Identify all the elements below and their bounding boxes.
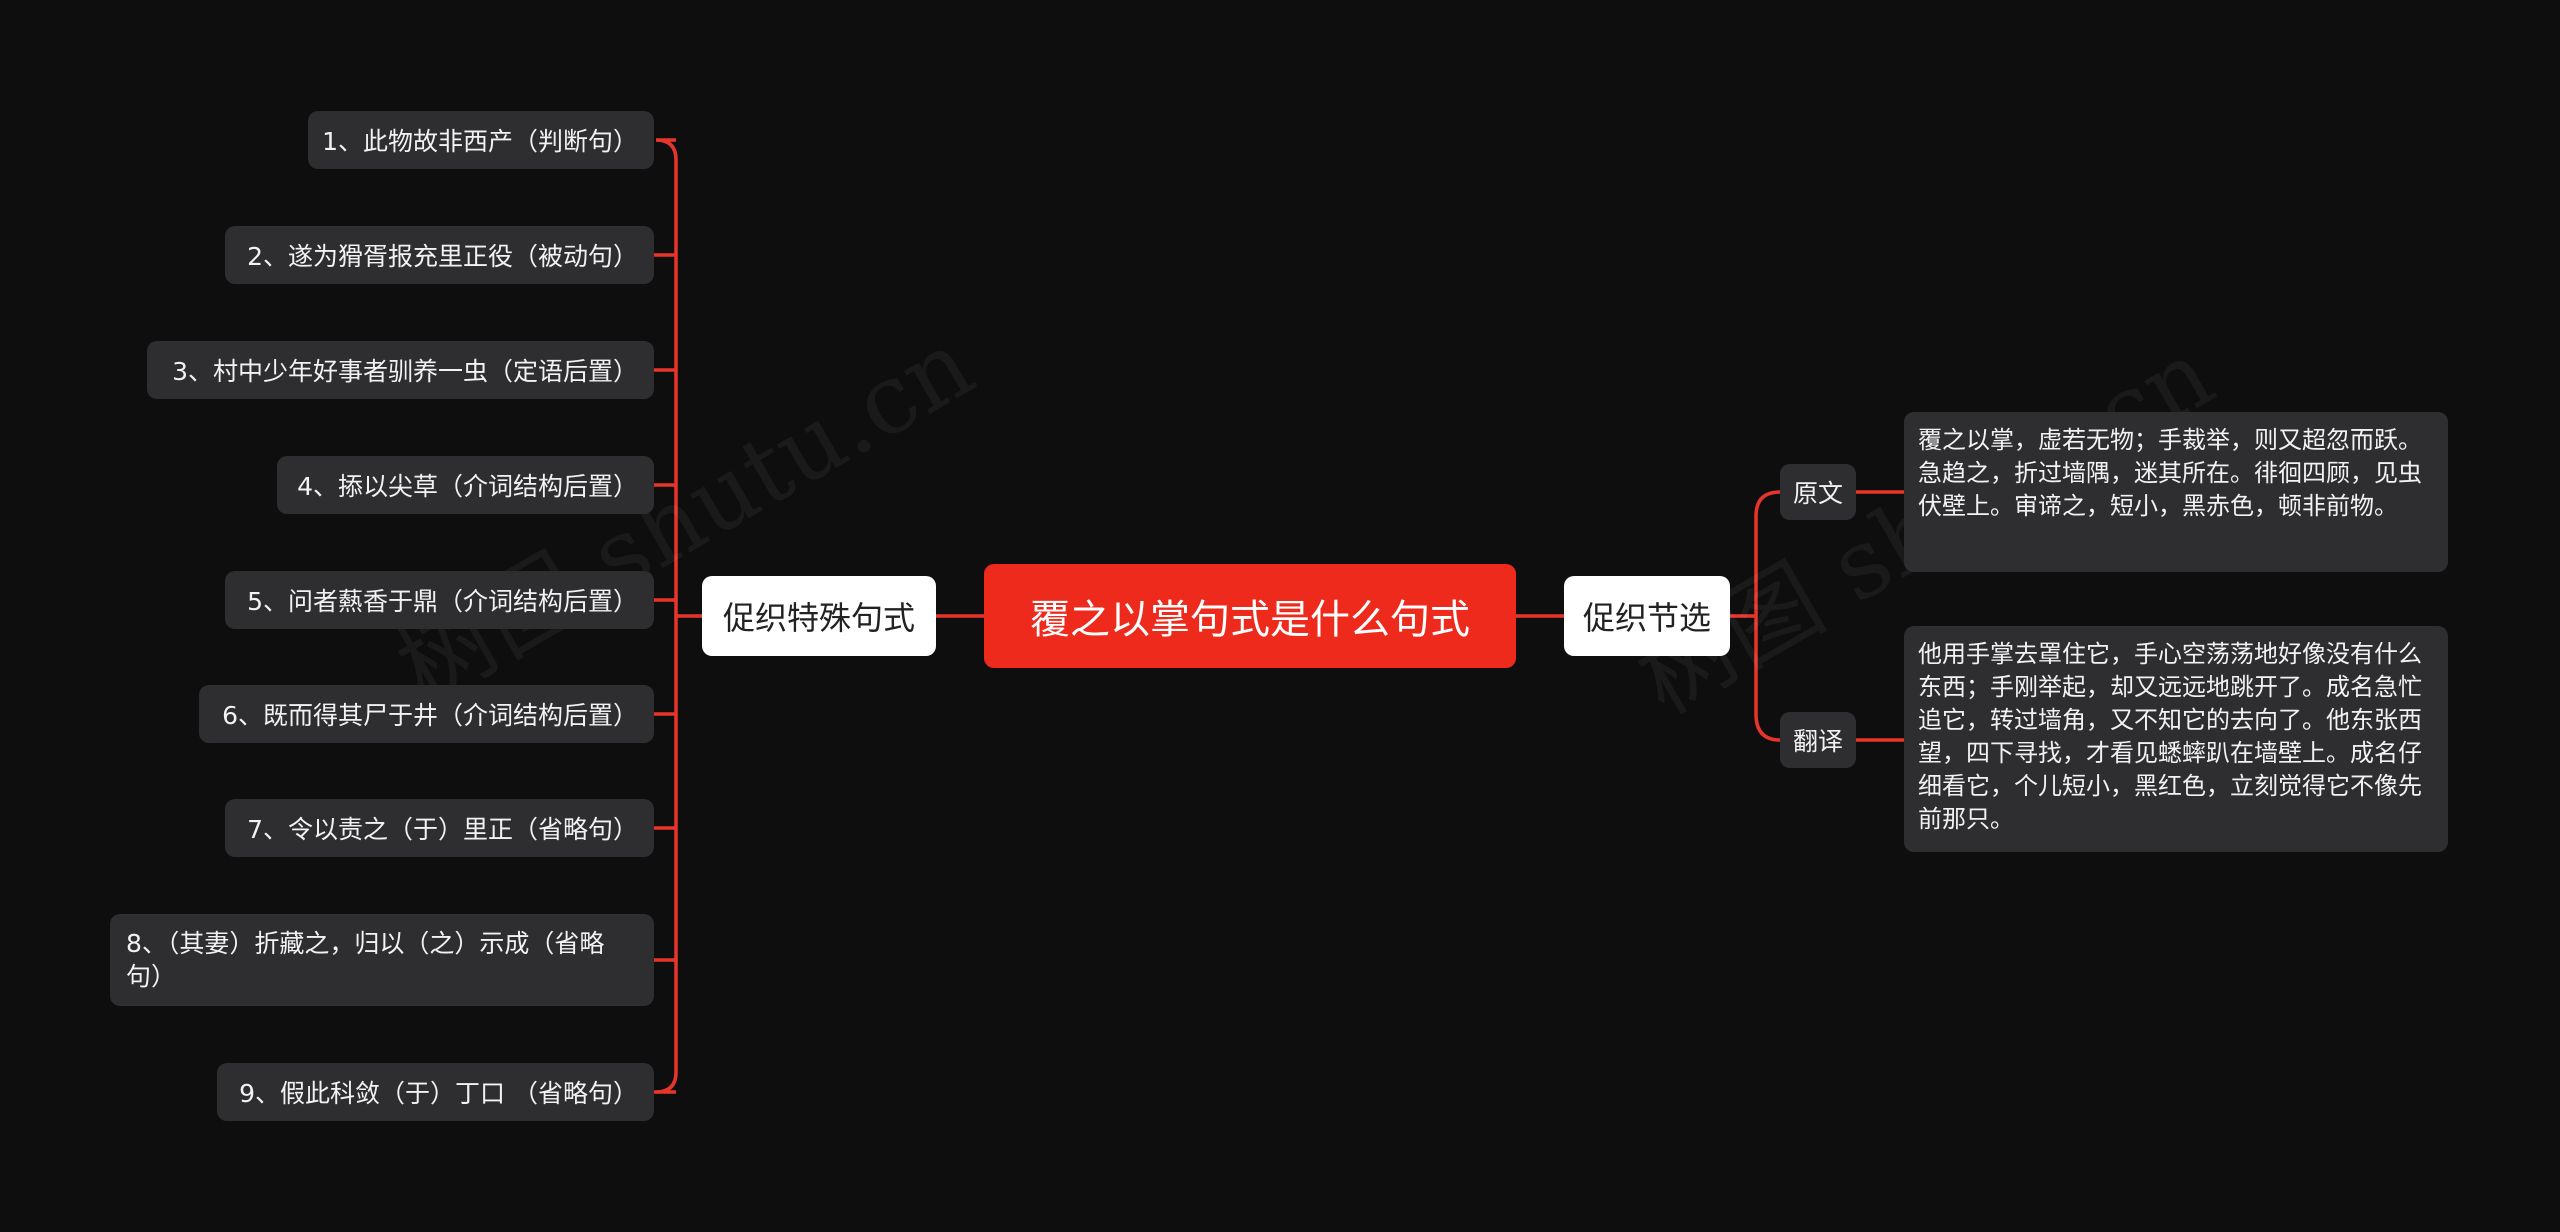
sub-node-original[interactable]: 原文: [1780, 464, 1856, 520]
paragraph-text: 覆之以掌，虚若无物；手裁举，则又超忽而跃。急趋之，折过墙隅，迷其所在。徘徊四顾，…: [1918, 426, 2422, 520]
leaf-item-3[interactable]: 3、村中少年好事者驯养一虫（定语后置）: [147, 341, 654, 399]
leaf-label: 7、令以责之（于）里正（省略句）: [247, 815, 638, 844]
leaf-label: 1、此物故非西产（判断句）: [322, 127, 638, 156]
connector-right-spine: [1754, 490, 1781, 742]
leaf-label: 2、遂为猾胥报充里正役（被动句）: [247, 242, 638, 271]
sub-node-label: 原文: [1792, 479, 1843, 508]
central-topic-label: 覆之以掌句式是什么句式: [1030, 597, 1470, 643]
branch-label: 促织特殊句式: [722, 599, 915, 637]
branch-label: 促织节选: [1582, 599, 1711, 637]
leaf-label: 8、（其妻）折藏之，归以（之）示成（省略句）: [126, 929, 605, 991]
paragraph-text: 他用手掌去罩住它，手心空荡荡地好像没有什么东西；手刚举起，却又远远地跳开了。成名…: [1918, 640, 2422, 833]
leaf-item-8[interactable]: 8、（其妻）折藏之，归以（之）示成（省略句）: [110, 914, 654, 1006]
leaf-item-2[interactable]: 2、遂为猾胥报充里正役（被动句）: [225, 226, 654, 284]
paragraph-original-text[interactable]: 覆之以掌，虚若无物；手裁举，则又超忽而跃。急趋之，折过墙隅，迷其所在。徘徊四顾，…: [1904, 412, 2448, 572]
branch-excerpt[interactable]: 促织节选: [1564, 576, 1730, 656]
leaf-label: 9、假此科敛（于）丁口 （省略句）: [239, 1079, 638, 1108]
leaf-item-5[interactable]: 5、问者爇香于鼎（介词结构后置）: [225, 571, 654, 629]
leaf-item-4[interactable]: 4、掭以尖草（介词结构后置）: [277, 456, 654, 514]
leaf-item-9[interactable]: 9、假此科敛（于）丁口 （省略句）: [217, 1063, 654, 1121]
leaf-label: 6、既而得其尸于井（介词结构后置）: [222, 701, 638, 730]
leaf-label: 5、问者爇香于鼎（介词结构后置）: [247, 587, 638, 616]
leaf-item-6[interactable]: 6、既而得其尸于井（介词结构后置）: [199, 685, 654, 743]
leaf-item-1[interactable]: 1、此物故非西产（判断句）: [308, 111, 654, 169]
connector-left-spine: [655, 138, 678, 1094]
central-topic[interactable]: 覆之以掌句式是什么句式: [984, 564, 1516, 668]
leaf-item-7[interactable]: 7、令以责之（于）里正（省略句）: [225, 799, 654, 857]
leaf-label: 3、村中少年好事者驯养一虫（定语后置）: [172, 357, 638, 386]
paragraph-translation-text[interactable]: 他用手掌去罩住它，手心空荡荡地好像没有什么东西；手刚举起，却又远远地跳开了。成名…: [1904, 626, 2448, 852]
sub-node-translation[interactable]: 翻译: [1780, 712, 1856, 768]
sub-node-label: 翻译: [1792, 727, 1843, 756]
leaf-label: 4、掭以尖草（介词结构后置）: [297, 472, 638, 501]
branch-special-sentences[interactable]: 促织特殊句式: [702, 576, 936, 656]
